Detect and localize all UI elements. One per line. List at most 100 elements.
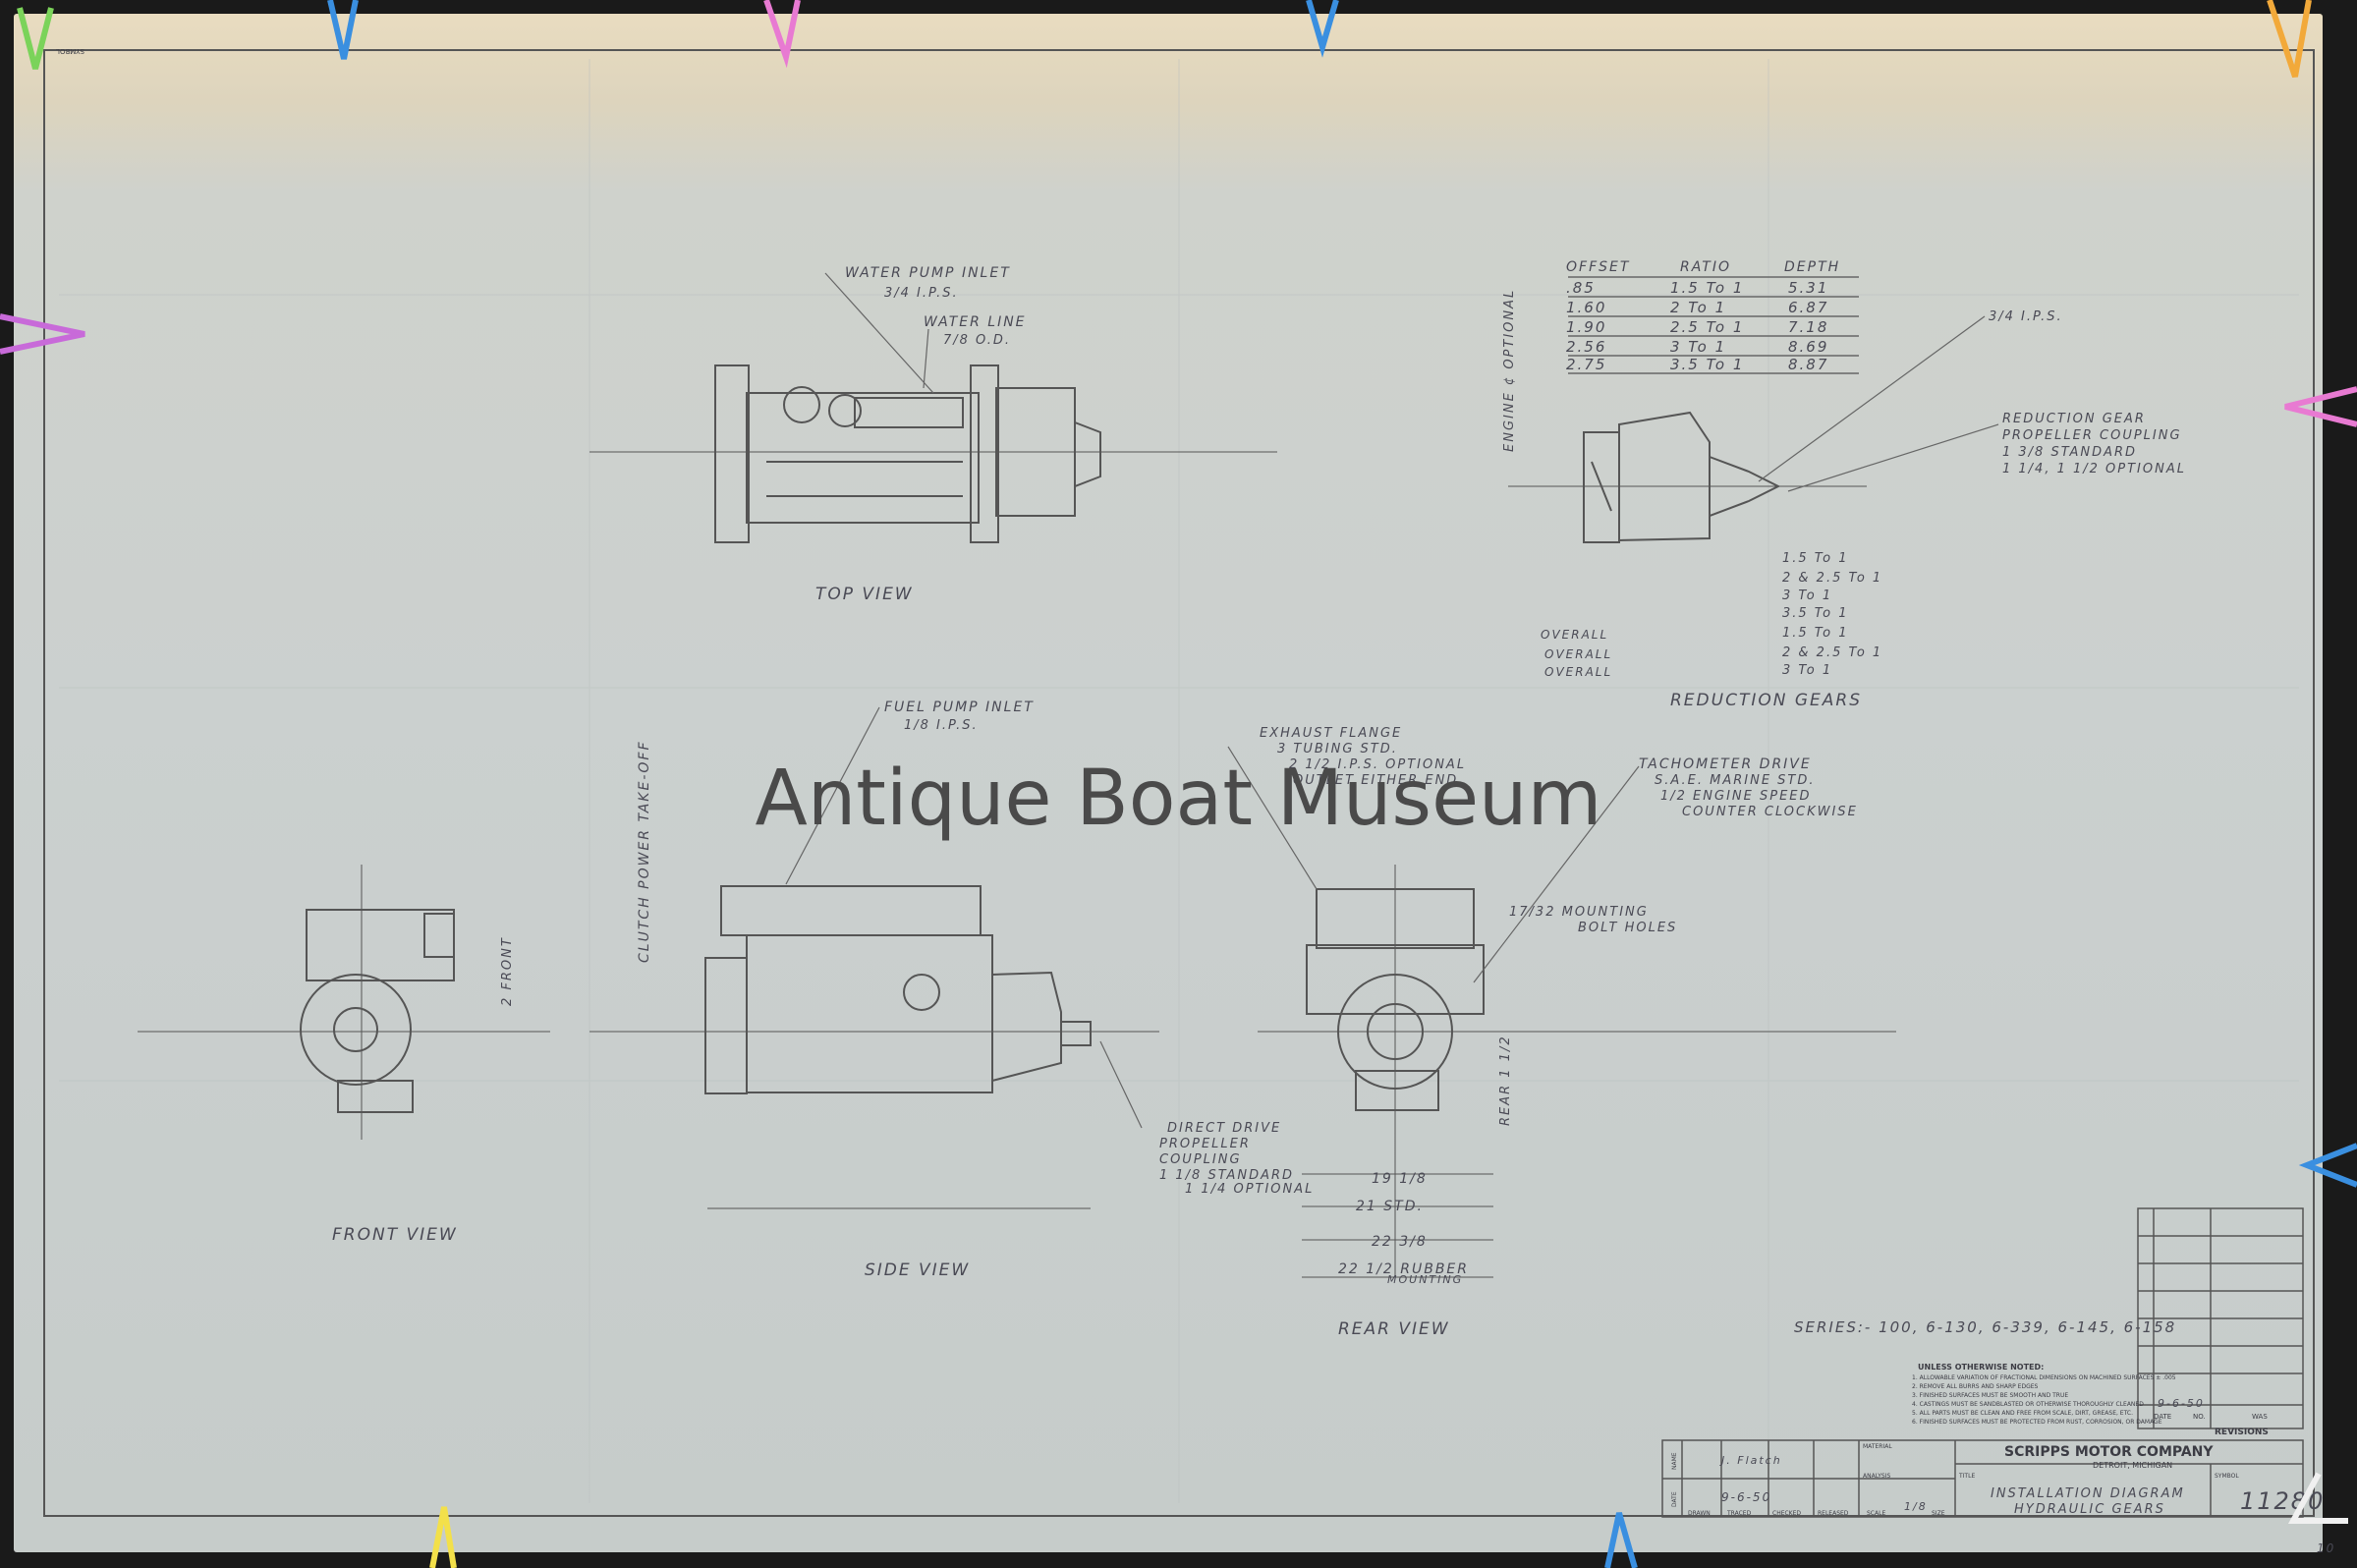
front-view-drawing	[138, 865, 550, 1140]
revisions-header: WAS	[2252, 1413, 2268, 1421]
revisions-block	[2137, 1207, 2304, 1429]
direct-drive-note-5: 1 1/4 OPTIONAL	[1185, 1182, 1314, 1197]
ips-note: 3/4 I.P.S.	[1989, 309, 2063, 324]
clutch-pto-label: CLUTCH POWER TAKE-OFF	[637, 740, 652, 963]
series-label: SERIES:- 100, 6-130, 6-339, 6-145, 6-158	[1794, 1318, 2176, 1336]
rear-view-drawing	[1258, 865, 1896, 1278]
tach-note-3: 1/2 ENGINE SPEED	[1660, 789, 1812, 804]
notes-item: 4. CASTINGS MUST BE SANDBLASTED OR OTHER…	[1912, 1401, 2144, 1408]
reduction-gear-note-3: 1 3/8 STANDARD	[2002, 445, 2137, 460]
gear-table-header-offset: OFFSET	[1566, 259, 1630, 275]
pink-clip-icon	[2284, 386, 2357, 427]
reduction-gear-note-1: REDUCTION GEAR	[2002, 412, 2146, 426]
drawing-title-line-1: INSTALLATION DIAGRAM	[1991, 1486, 2185, 1501]
blue-clip-icon	[1604, 1512, 1638, 1568]
role-label: CHECKED	[1772, 1510, 1801, 1517]
drawn-date: 9-6-50	[1721, 1490, 1771, 1504]
yellow-clip-icon	[429, 1506, 457, 1568]
exhaust-note-1: EXHAUST FLANGE	[1260, 726, 1402, 741]
reduction-gear-note-4: 1 1/4, 1 1/2 OPTIONAL	[2002, 462, 2186, 476]
direct-drive-note-2: PROPELLER	[1159, 1137, 1251, 1151]
notes-item: 6. FINISHED SURFACES MUST BE PROTECTED F…	[1912, 1419, 2162, 1426]
drawing-title-line-2: HYDRAULIC GEARS	[2014, 1502, 2165, 1517]
blue-clip-icon	[327, 0, 359, 60]
purple-clip-icon	[0, 313, 85, 355]
name-label: NAME	[1671, 1452, 1678, 1470]
water-pump-inlet-label: WATER PUMP INLET	[845, 265, 1011, 281]
notes-title: UNLESS OTHERWISE NOTED:	[1918, 1363, 2044, 1372]
overall-label: OVERALL	[1544, 647, 1612, 661]
reduction-gear-note-2: PROPELLER COUPLING	[2002, 428, 2182, 443]
reduction-gears-title: REDUCTION GEARS	[1670, 691, 1862, 710]
leader-lines	[785, 272, 1999, 1129]
pink-clip-icon	[763, 0, 801, 69]
reduction-ratio: 1.5 To 1	[1782, 551, 1849, 566]
front-dimension: 2 FRONT	[500, 936, 515, 1006]
gear-table-cell: 3.5 To 1	[1670, 356, 1744, 373]
gear-table-cell: 8.87	[1788, 356, 1828, 373]
overall-label: OVERALL	[1544, 665, 1612, 679]
drawing-border	[43, 49, 2315, 1517]
reduction-ratio: 3.5 To 1	[1782, 606, 1849, 621]
direct-drive-note-1: DIRECT DRIVE	[1167, 1121, 1281, 1136]
direct-drive-note-3: COUPLING	[1159, 1152, 1242, 1167]
overall-label: OVERALL	[1541, 628, 1608, 642]
notes-item: 1. ALLOWABLE VARIATION OF FRACTIONAL DIM…	[1912, 1374, 2176, 1381]
museum-watermark: Antique Boat Museum	[755, 755, 1602, 843]
notes-item: 2. REMOVE ALL BURRS AND SHARP EDGES	[1912, 1383, 2039, 1390]
analysis-label: ANALYSIS	[1863, 1473, 1890, 1480]
company-location: DETROIT, MICHIGAN	[2093, 1461, 2172, 1470]
gear-table-cell: 1.90	[1566, 318, 1606, 336]
corner-stamp: SYMBOL	[56, 47, 84, 55]
role-label: DRAWN	[1688, 1510, 1711, 1517]
title-block	[1661, 1439, 2304, 1518]
blueprint-sheet	[14, 14, 2323, 1552]
exhaust-note-3: 2 1/2 I.P.S. OPTIONAL	[1289, 757, 1466, 772]
reduction-ratio: 2 & 2.5 To 1	[1782, 645, 1882, 660]
direct-drive-note-4: 1 1/8 STANDARD	[1159, 1168, 1294, 1183]
rear-view-label: REAR VIEW	[1338, 1319, 1450, 1339]
water-pump-inlet-size: 3/4 I.P.S.	[884, 286, 959, 301]
gear-table-cell: 5.31	[1788, 279, 1828, 297]
rear-dim-22b: 22 1/2 RUBBER	[1338, 1261, 1469, 1277]
mounting-note-2: BOLT HOLES	[1578, 921, 1677, 935]
tach-note-2: S.A.E. MARINE STD.	[1655, 773, 1816, 788]
rear-dim-22: 22 3/8	[1372, 1234, 1428, 1250]
notes-item: 3. FINISHED SURFACES MUST BE SMOOTH AND …	[1912, 1392, 2068, 1399]
gear-table-cell: 7.18	[1788, 318, 1828, 336]
gear-table-header-ratio: RATIO	[1680, 259, 1731, 275]
mounting-note-1: 17/32 MOUNTING	[1509, 905, 1649, 920]
scale-value: 1/8	[1904, 1500, 1928, 1513]
notes-item: 5. ALL PARTS MUST BE CLEAN AND FREE FROM…	[1912, 1410, 2133, 1417]
reduction-gear-drawing	[1508, 411, 1867, 543]
exhaust-note-2: 3 TUBING STD.	[1277, 742, 1398, 756]
rear-dim-19: 19 1/8	[1372, 1171, 1428, 1187]
side-view-drawing	[589, 885, 1159, 1209]
gear-table-cell: 6.87	[1788, 299, 1828, 316]
revisions-header: NO.	[2193, 1413, 2206, 1421]
gear-table-cell: 8.69	[1788, 338, 1828, 356]
gear-table-header-depth: DEPTH	[1784, 259, 1840, 275]
reduction-ratio: 1.5 To 1	[1782, 626, 1849, 641]
water-line-label: WATER LINE	[924, 314, 1027, 330]
gear-table-cell: .85	[1566, 279, 1596, 297]
reduction-ratio: 2 & 2.5 To 1	[1782, 571, 1882, 586]
rear-dimension: REAR 1 1/2	[1498, 1035, 1513, 1126]
gear-table-cell: 3 To 1	[1670, 338, 1726, 356]
gear-table-cell: 2.5 To 1	[1670, 318, 1744, 336]
symbol-label: SYMBOL	[2215, 1473, 2239, 1480]
gear-table-cell: 2 To 1	[1670, 299, 1726, 316]
green-clip-icon	[17, 7, 54, 70]
side-view-label: SIDE VIEW	[865, 1260, 970, 1280]
tach-note-4: COUNTER CLOCKWISE	[1682, 805, 1858, 819]
fuel-pump-inlet-size: 1/8 I.P.S.	[904, 718, 979, 733]
material-label: MATERIAL	[1863, 1443, 1892, 1450]
reduction-ratio: 3 To 1	[1782, 588, 1832, 603]
rear-dim-22c: MOUNTING	[1387, 1273, 1463, 1286]
role-label: SCALE	[1867, 1510, 1885, 1517]
rear-dim-21: 21 STD.	[1356, 1199, 1424, 1214]
date-label: DATE	[1671, 1491, 1678, 1507]
company-name: SCRIPPS MOTOR COMPANY	[2004, 1444, 2214, 1460]
